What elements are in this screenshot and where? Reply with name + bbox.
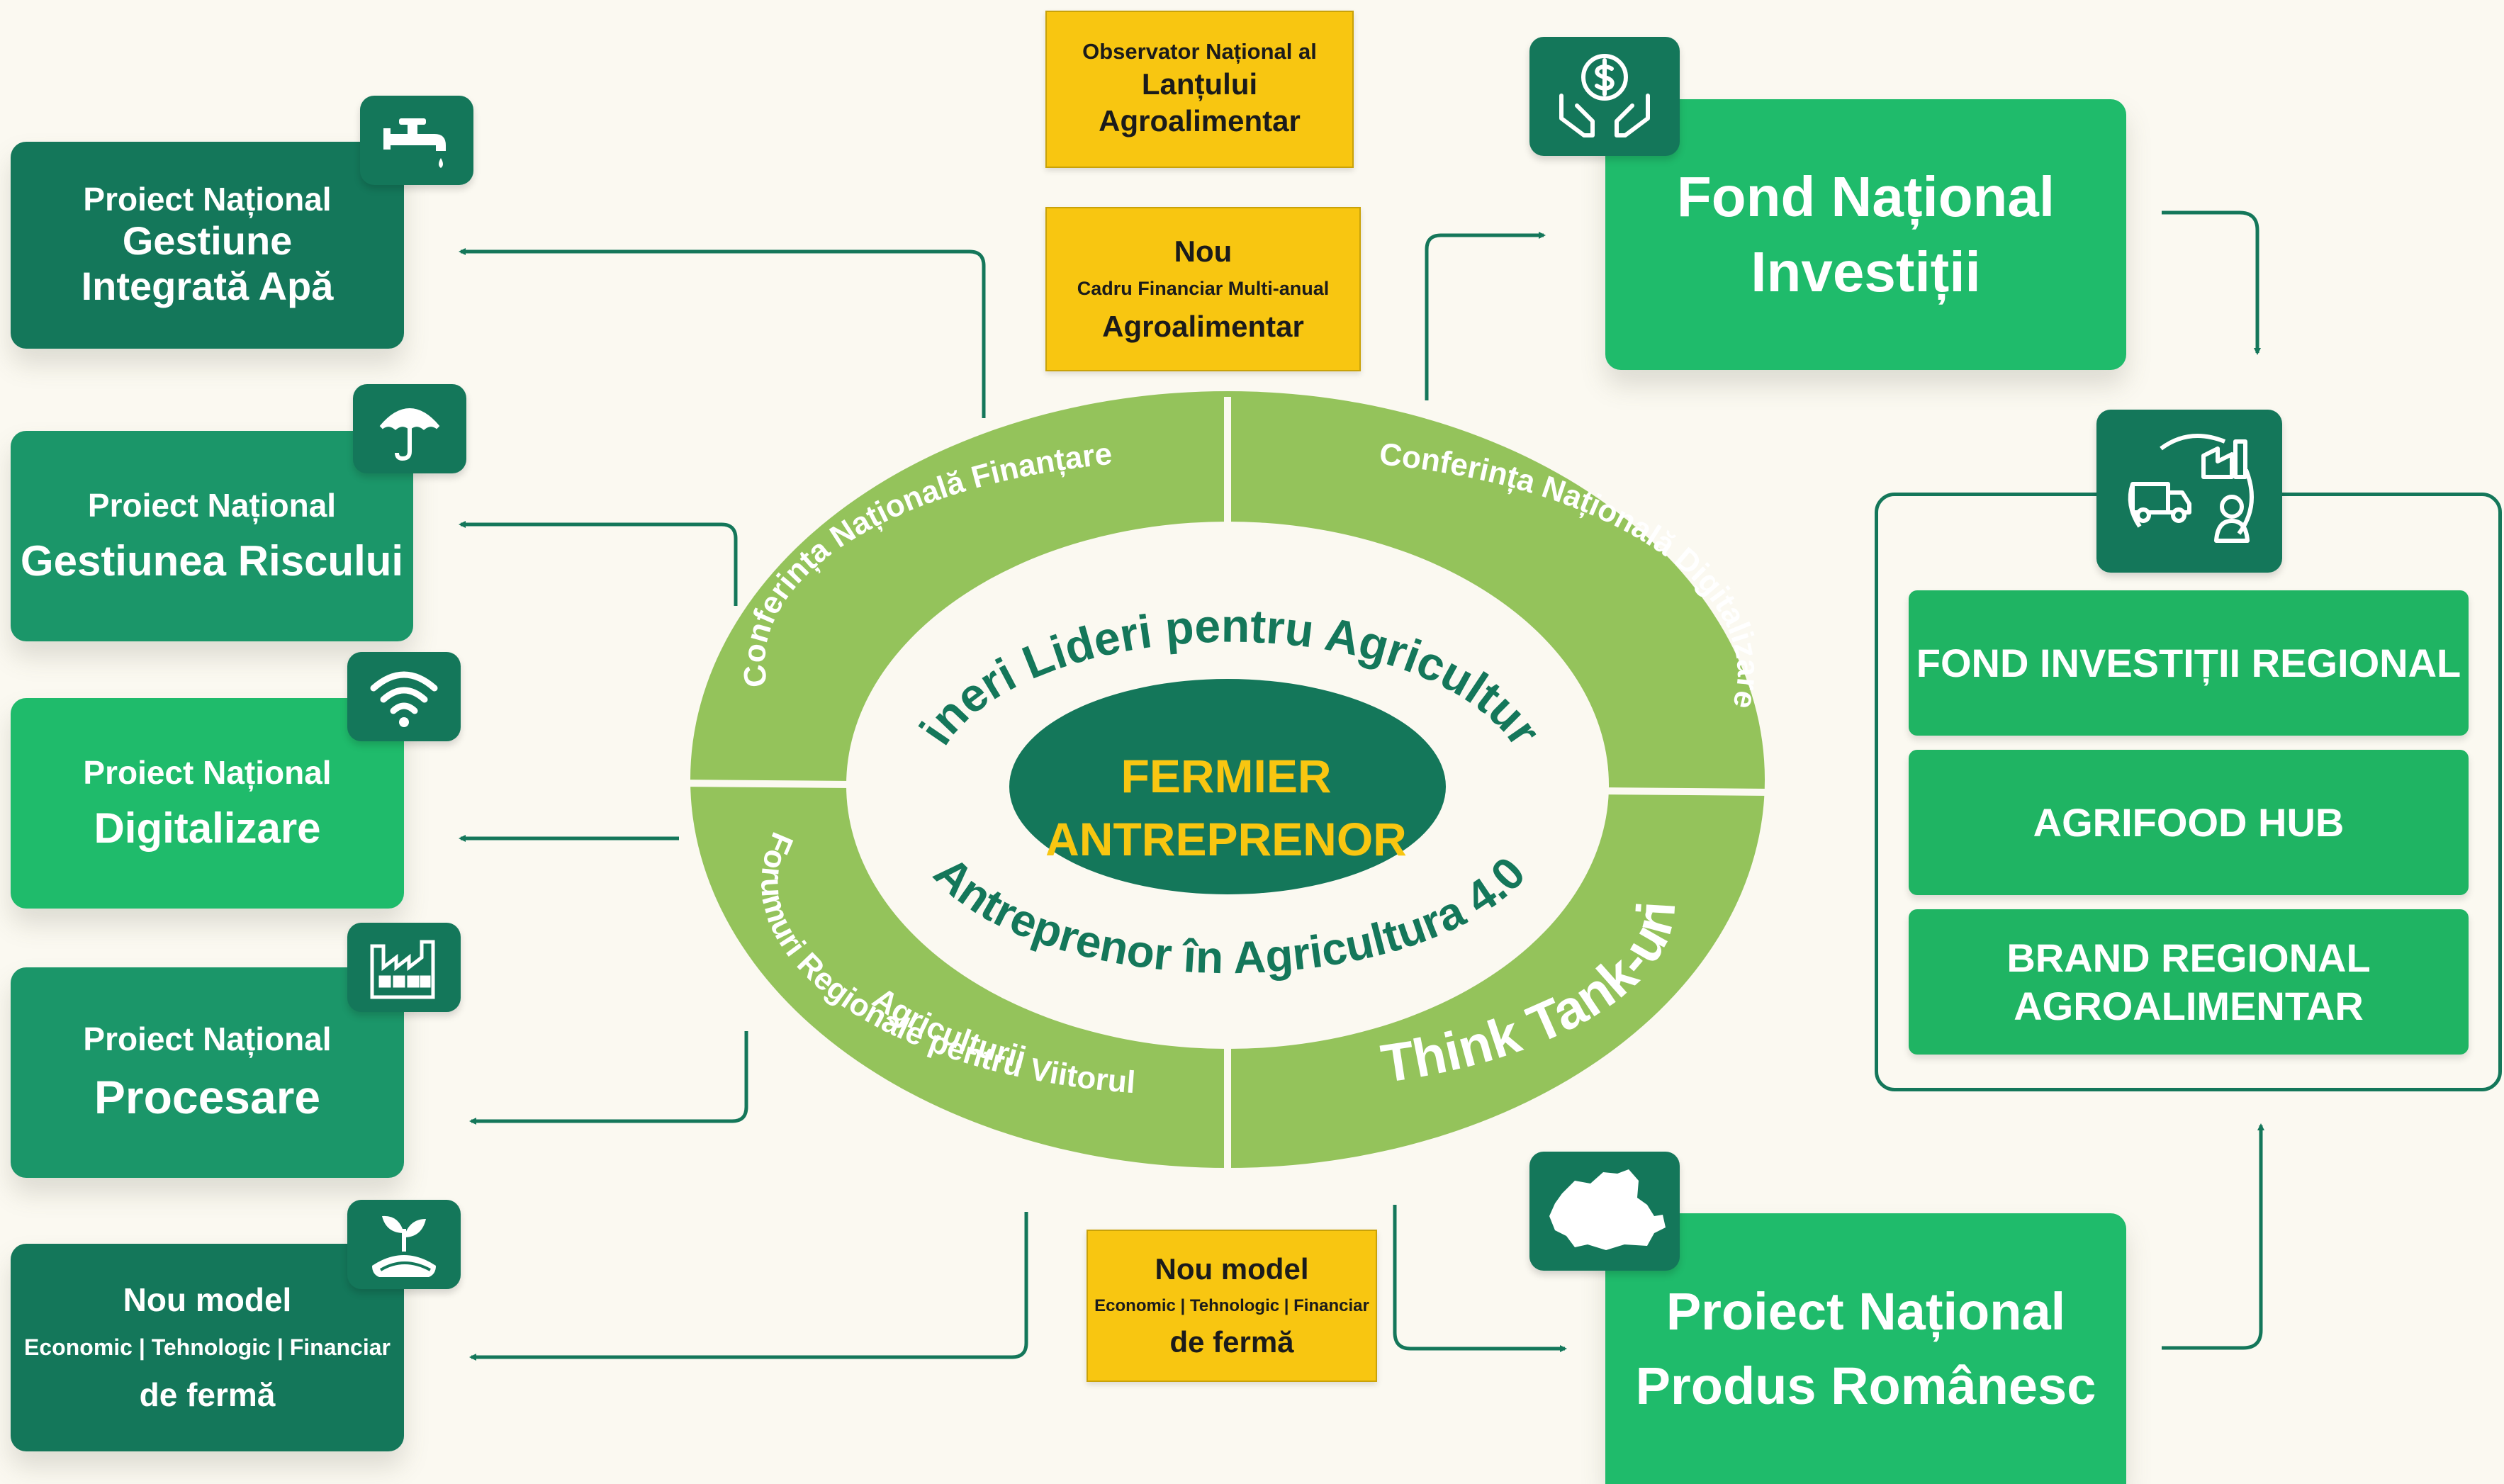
card-fond-national[interactable]: Fond Național Investiții (1605, 99, 2126, 370)
observator-line1: Observator Național al (1082, 39, 1317, 64)
item-fond-regional-label: FOND INVESTIȚII REGIONAL (1916, 640, 2461, 685)
cadru-line1: Nou (1174, 234, 1233, 268)
card-risc-title: Gestiunea Riscului (20, 537, 404, 585)
card-produs-romanesc[interactable]: Proiect Național Produs Românesc (1605, 1213, 2126, 1484)
fond-line2: Investiții (1751, 240, 1981, 303)
arrow-to-produs (1393, 1205, 1567, 1352)
center-ellipse (1009, 679, 1446, 894)
umbrella-icon (353, 384, 466, 473)
arrow-to-model (469, 1212, 1028, 1361)
plant-icon (347, 1200, 461, 1289)
cadru-line2: Cadru Financiar Multi-anual (1077, 278, 1330, 300)
card-procesare-small: Proiect Național (83, 1021, 332, 1058)
center-title: FERMIER ANTREPRENOR (1006, 709, 1446, 907)
item-fond-investitii-regional[interactable]: FOND INVESTIȚII REGIONAL (1909, 590, 2469, 736)
box-nou-model-bottom[interactable]: Nou model Economic | Tehnologic | Financ… (1087, 1230, 1377, 1382)
bottom-model-line2: Economic | Tehnologic | Financiar (1094, 1295, 1369, 1315)
logistics-icon (2096, 410, 2282, 573)
item-brand-label-2: AGROALIMENTAR (2014, 983, 2364, 1028)
wifi-icon (347, 652, 461, 741)
card-gestiune-apa[interactable]: Proiect Național Gestiune Integrată Apă (11, 142, 404, 349)
arrow-fond-to-regional (2162, 210, 2261, 355)
item-brand-regional[interactable]: BRAND REGIONAL AGROALIMENTAR (1909, 909, 2469, 1055)
card-model-mid: Economic | Tehnologic | Financiar (24, 1334, 391, 1361)
card-apa-line1: Gestiune (122, 218, 293, 264)
item-brand-label-1: BRAND REGIONAL (2006, 935, 2371, 981)
fond-line1: Fond Național (1676, 165, 2055, 228)
card-model-top: Nou model (123, 1281, 292, 1319)
bottom-model-line1: Nou model (1155, 1252, 1309, 1286)
card-digitalizare[interactable]: Proiect Național Digitalizare (11, 698, 404, 909)
center-line-1: FERMIER (1121, 749, 1332, 802)
central-ring (680, 391, 1773, 1169)
card-digitalizare-small: Proiect Național (83, 753, 332, 791)
card-nou-model[interactable]: Nou model Economic | Tehnologic | Financ… (11, 1244, 404, 1451)
card-risc-small: Proiect Național (87, 486, 337, 524)
arrow-to-apa (459, 248, 986, 418)
item-agrifood-hub[interactable]: AGRIFOOD HUB (1909, 750, 2469, 895)
observator-line3: Agroalimentar (1099, 104, 1301, 138)
card-digitalizare-title: Digitalizare (94, 804, 321, 853)
card-procesare[interactable]: Proiect Național Procesare (11, 967, 404, 1178)
cadru-line3: Agroalimentar (1102, 309, 1304, 343)
arrow-to-fond (1425, 232, 1546, 400)
card-procesare-title: Procesare (94, 1071, 321, 1123)
card-apa-line2: Integrată Apă (81, 264, 334, 309)
card-model-bot: de fermă (139, 1376, 276, 1413)
bottom-model-line3: de fermă (1169, 1325, 1294, 1359)
observator-line2: Lanțului (1141, 67, 1258, 101)
box-cadru-financiar[interactable]: Nou Cadru Financiar Multi-anual Agroalim… (1045, 207, 1361, 371)
produs-line1: Proiect Național (1666, 1281, 2066, 1341)
card-apa-small: Proiect Național (83, 181, 332, 218)
item-agrifood-label: AGRIFOOD HUB (2033, 799, 2345, 845)
box-observator[interactable]: Observator Național al Lanțului Agroalim… (1045, 11, 1354, 168)
faucet-icon (360, 96, 473, 185)
money-hands-icon (1529, 37, 1680, 156)
card-gestiune-risc[interactable]: Proiect Național Gestiunea Riscului (11, 431, 413, 641)
center-line-2: ANTREPRENOR (1045, 813, 1407, 865)
produs-line2: Produs Românesc (1635, 1356, 2096, 1415)
arrow-produs-to-regional (2162, 1123, 2264, 1350)
romania-map-icon (1529, 1152, 1680, 1271)
arrow-to-procesare (469, 1031, 748, 1125)
arrow-to-risc (459, 521, 738, 606)
factory-icon (347, 923, 461, 1012)
